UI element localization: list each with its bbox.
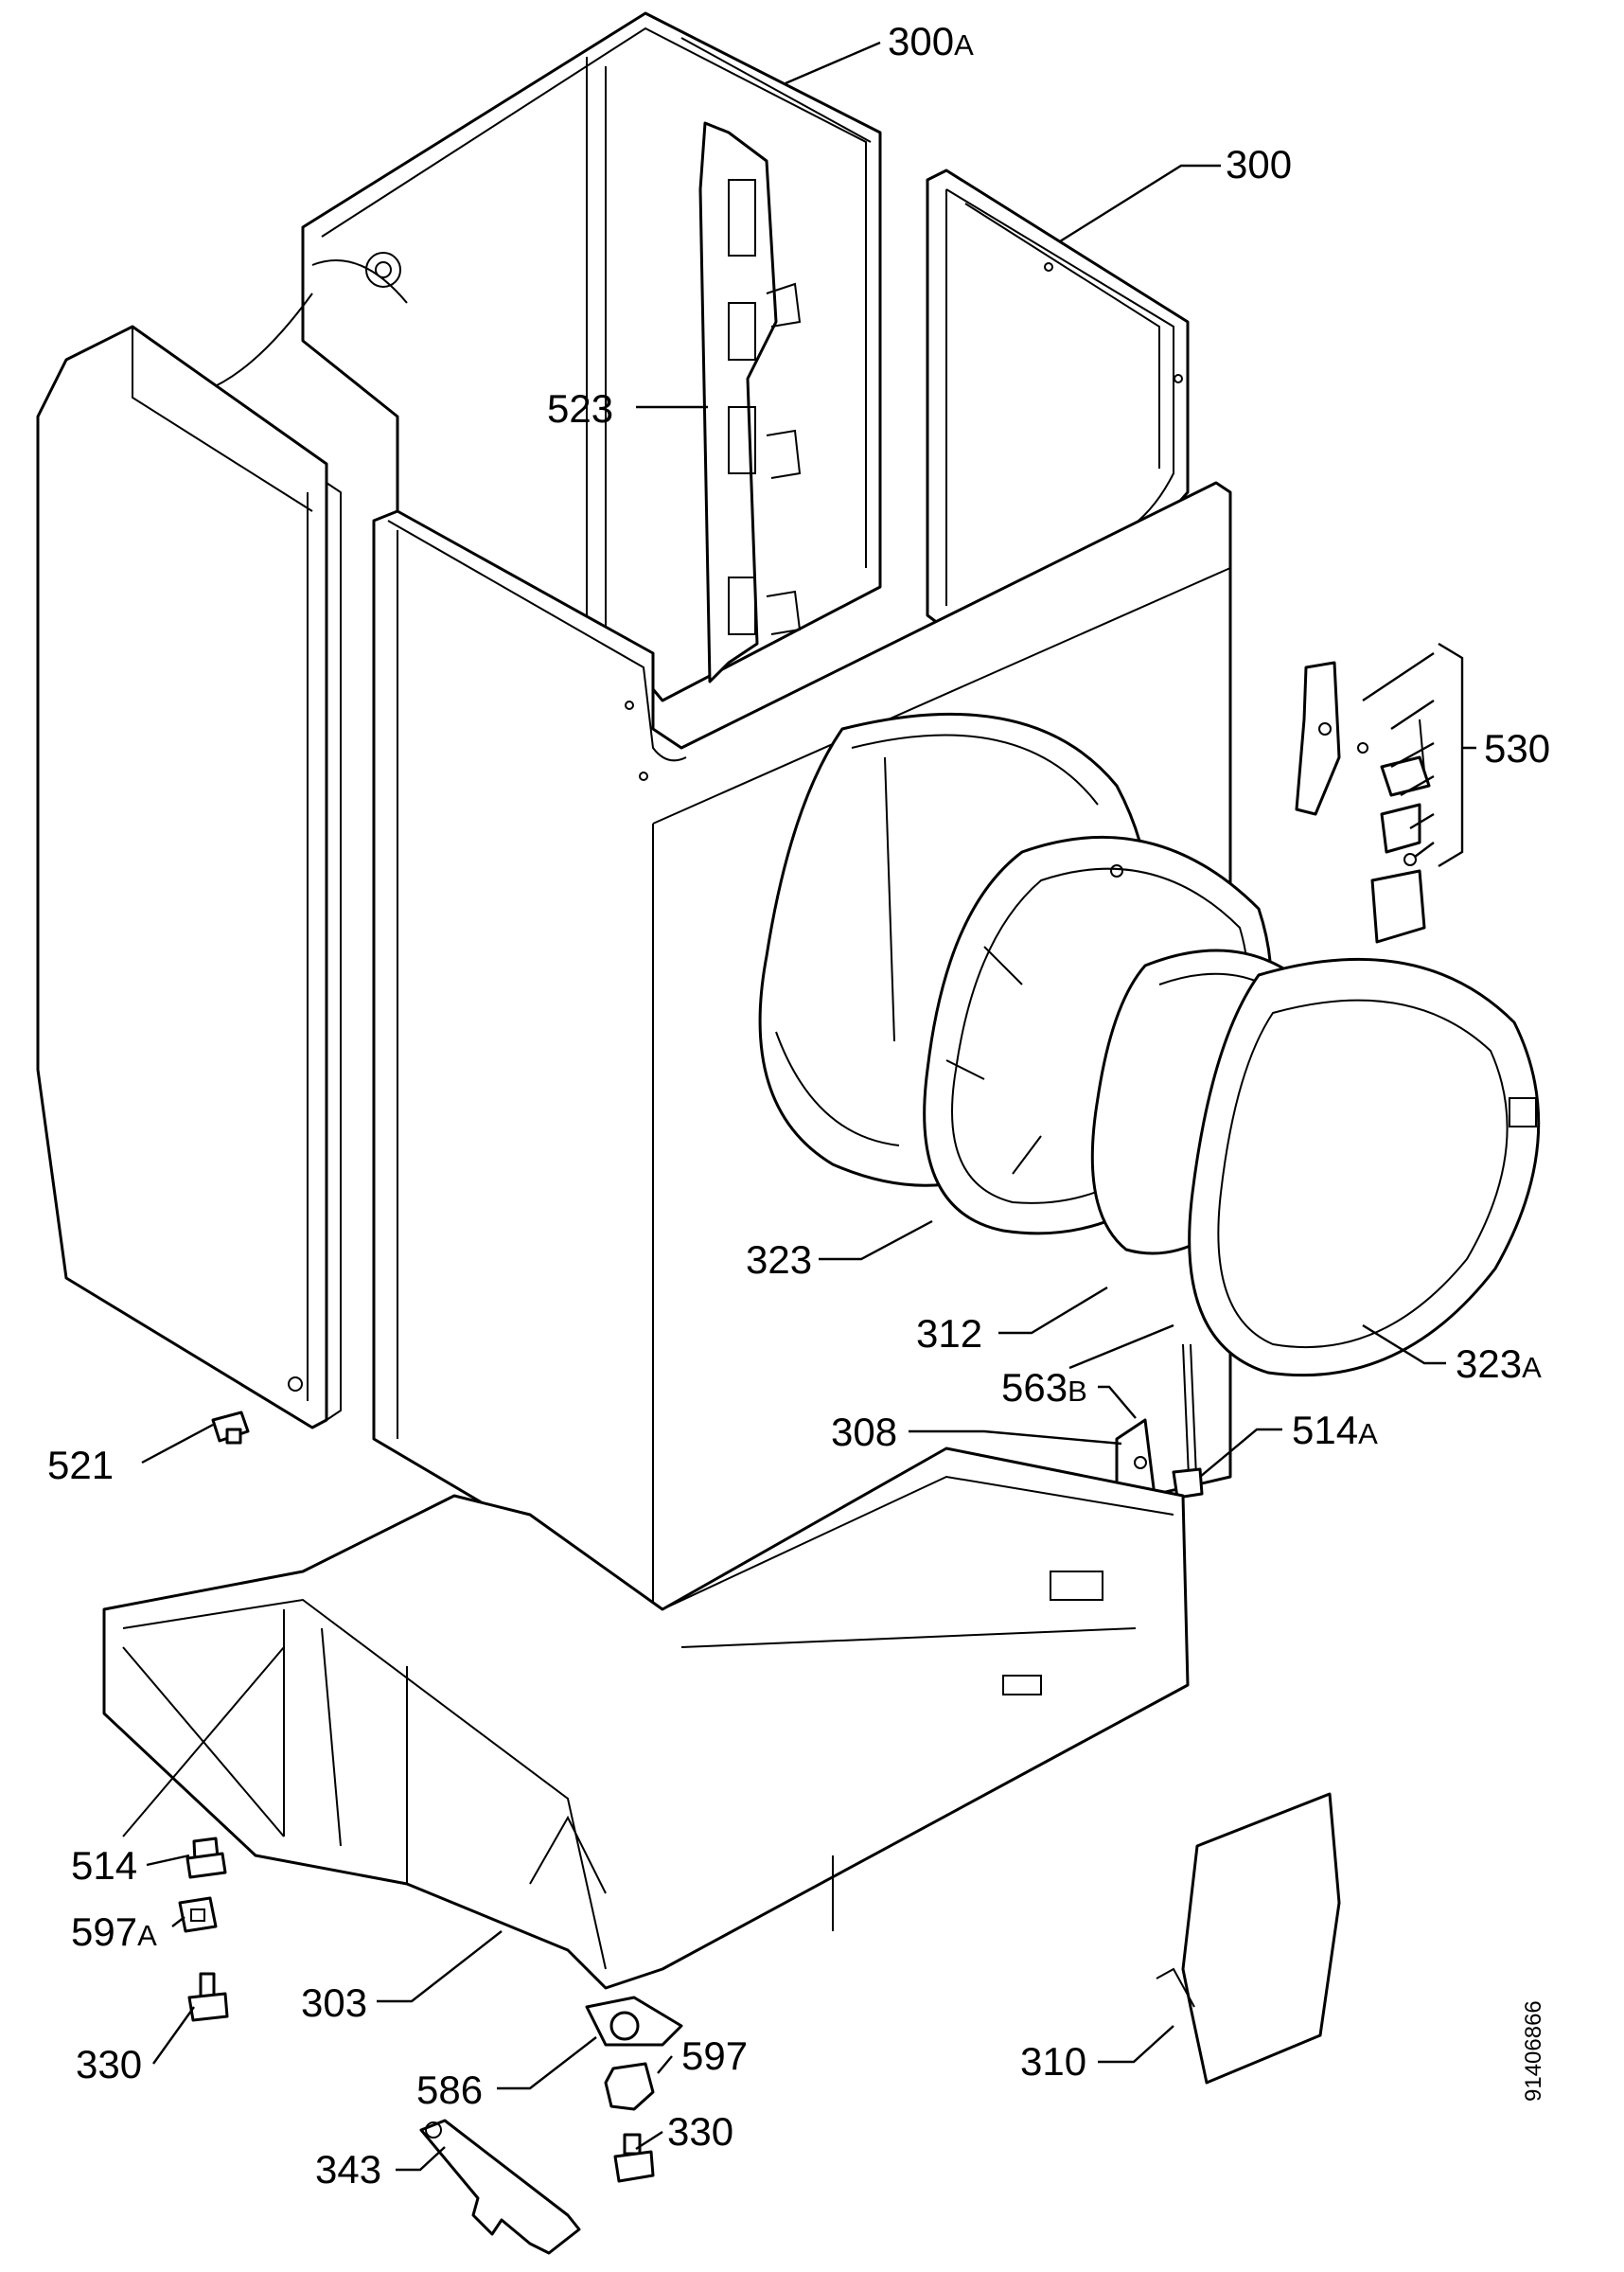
hinge-assembly: [1295, 661, 1431, 944]
label-521: 521: [47, 1443, 114, 1487]
leader-lines: [141, 41, 1476, 2172]
door-outer-ring: [1188, 957, 1541, 1377]
part-labels: 300A 300 523 530 323 312 323A 563B 308 5…: [47, 19, 1550, 2192]
label-563B: 563B: [1001, 1365, 1087, 1410]
label-312: 312: [916, 1311, 982, 1356]
label-514: 514: [71, 1843, 137, 1888]
label-597: 597: [681, 2033, 748, 2078]
base-frame: [102, 1447, 1190, 1990]
label-530: 530: [1484, 726, 1550, 771]
label-323A: 323A: [1456, 1341, 1542, 1386]
wrench: [419, 2119, 581, 2255]
cable-holder: [698, 121, 802, 683]
label-303: 303: [301, 1980, 367, 2025]
label-330-left: 330: [76, 2042, 142, 2086]
label-300A: 300A: [888, 19, 974, 63]
kick-plate: [1156, 1792, 1341, 2085]
foot-assembly: [585, 1996, 683, 2183]
label-597A: 597A: [71, 1909, 157, 1954]
label-586: 586: [416, 2068, 483, 2112]
label-343: 343: [315, 2147, 381, 2192]
label-523: 523: [547, 386, 613, 431]
left-side-panel: [36, 325, 342, 1429]
label-323: 323: [746, 1237, 812, 1282]
label-308: 308: [831, 1410, 897, 1454]
screw-521: [211, 1411, 250, 1445]
label-514A: 514A: [1292, 1408, 1378, 1452]
small-parts-left: [178, 1837, 229, 2022]
label-330-right: 330: [667, 2109, 733, 2154]
label-300: 300: [1226, 142, 1292, 186]
document-number: 91406866: [1521, 2000, 1546, 2102]
label-310: 310: [1020, 2039, 1086, 2084]
